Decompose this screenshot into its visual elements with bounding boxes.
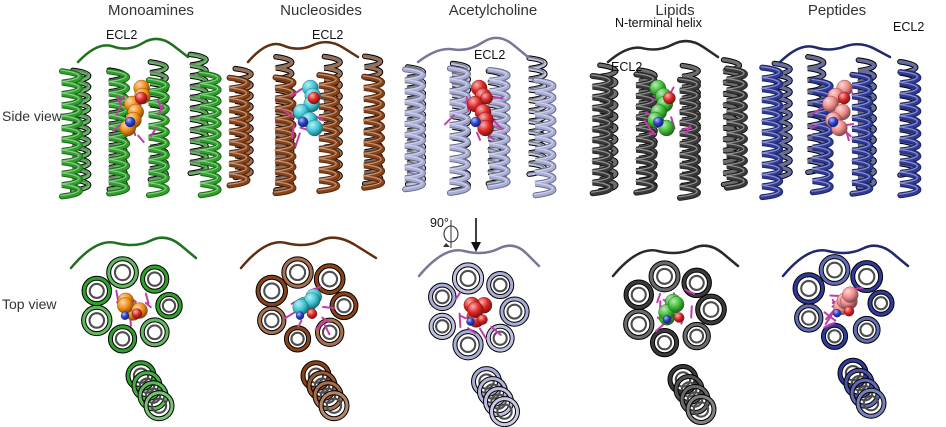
ecl2-label-lipids: ECL2 bbox=[611, 60, 643, 74]
n-terminal-helix-label: N-terminal helix bbox=[615, 16, 702, 30]
monoamines-side-structure bbox=[58, 37, 222, 200]
acetylcholine-top-structure bbox=[417, 244, 541, 427]
acetylcholine-side-structure bbox=[402, 36, 557, 199]
ecl2-label-monoamines: ECL2 bbox=[106, 28, 138, 42]
ecl2-label-peptides: ECL2 bbox=[893, 20, 925, 34]
column-title-monoamines: Monoamines bbox=[108, 2, 194, 19]
monoamines-top-structure bbox=[69, 236, 198, 422]
column-title-acetylcholine: Acetylcholine bbox=[448, 2, 538, 19]
row-label-top-view: Top view bbox=[2, 296, 57, 312]
rotation-arrow-icon bbox=[443, 218, 481, 252]
column-title-nucleosides: Nucleosides bbox=[280, 2, 362, 19]
peptides-side-structure bbox=[759, 43, 922, 201]
column-title-peptides: Peptides bbox=[807, 2, 867, 19]
lipids-side-structure bbox=[589, 39, 748, 201]
column-title-lipids: Lipids bbox=[655, 2, 695, 19]
ecl2-label-acetylcholine: ECL2 bbox=[474, 48, 506, 62]
nucleosides-top-structure bbox=[239, 236, 378, 422]
rotation-angle-label: 90° bbox=[430, 216, 449, 230]
row-label-side-view: Side view bbox=[2, 108, 62, 124]
peptides-top-structure bbox=[781, 244, 910, 419]
ecl2-label-nucleosides: ECL2 bbox=[312, 28, 344, 42]
lipids-top-structure bbox=[611, 244, 740, 425]
nucleosides-side-structure bbox=[226, 40, 386, 197]
